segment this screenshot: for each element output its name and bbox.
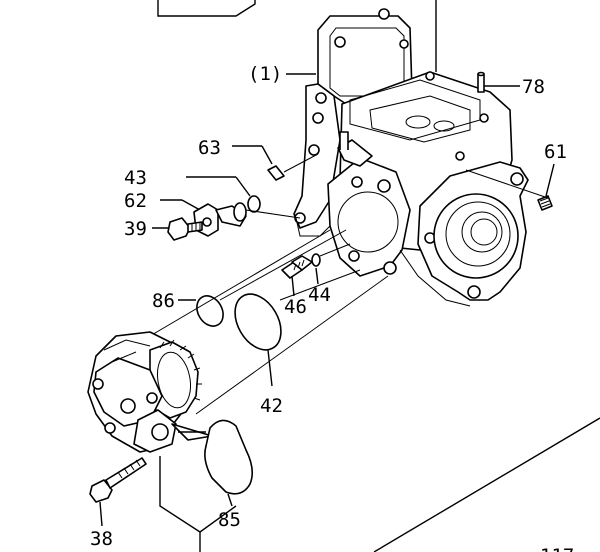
part-78-pin [477, 71, 520, 93]
parts-63-43-62-39 [152, 145, 319, 241]
callout-44: 44 [308, 284, 331, 306]
part-86-o-ring [178, 229, 347, 327]
callout-43: 43 [124, 167, 147, 189]
bottom-bracket [159, 417, 600, 552]
part-42-large-o-ring [234, 269, 361, 387]
callout-38: 38 [90, 528, 113, 550]
callout-39: 39 [124, 218, 147, 240]
callout-86: 86 [152, 290, 175, 312]
callout-63: 63 [198, 137, 221, 159]
callout-labels: (1) 78 63 61 43 62 39 46 44 86 42 85 38 … [90, 63, 574, 552]
callout-46: 46 [284, 296, 307, 318]
feed-pump-assembly [87, 331, 213, 453]
part-61-plug [465, 163, 555, 211]
parts-46-44 [281, 243, 351, 297]
part-38-bolt [89, 457, 147, 527]
callout-62: 62 [124, 190, 147, 212]
page-number: 117 [540, 545, 574, 552]
guide-lines [149, 229, 389, 415]
main-housing [293, 0, 529, 307]
callout-78: 78 [522, 76, 545, 98]
callout-61: 61 [544, 141, 567, 163]
callout-85: 85 [218, 509, 241, 531]
callout-1: (1) [248, 63, 282, 85]
callout-42: 42 [260, 395, 283, 417]
top-box-fragment [157, 0, 256, 17]
part-85-gasket [204, 419, 254, 507]
